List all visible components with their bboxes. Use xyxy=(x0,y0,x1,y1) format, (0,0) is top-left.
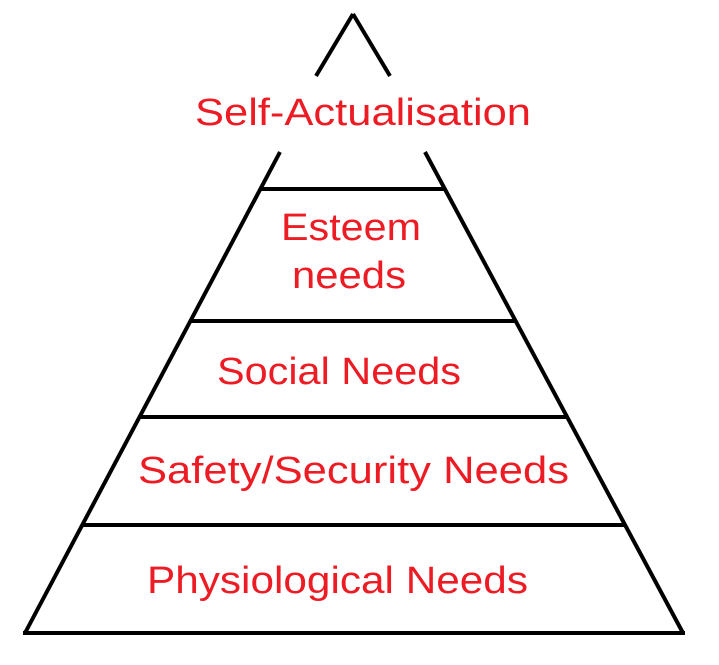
pyramid-right-edge-top xyxy=(351,12,392,78)
level-physiological: Physiological Needs xyxy=(147,560,528,602)
level-self-actualisation: Self-Actualisation xyxy=(195,92,531,134)
level-safety-security: Safety/Security Needs xyxy=(138,450,569,492)
pyramid-left-edge xyxy=(23,151,282,634)
pyramid-right-edge xyxy=(423,151,685,634)
level-esteem-line1: Esteem xyxy=(281,207,421,249)
level-esteem-line2: needs xyxy=(292,255,406,297)
level-social: Social Needs xyxy=(217,351,461,393)
pyramid-left-edge-top xyxy=(314,12,355,78)
